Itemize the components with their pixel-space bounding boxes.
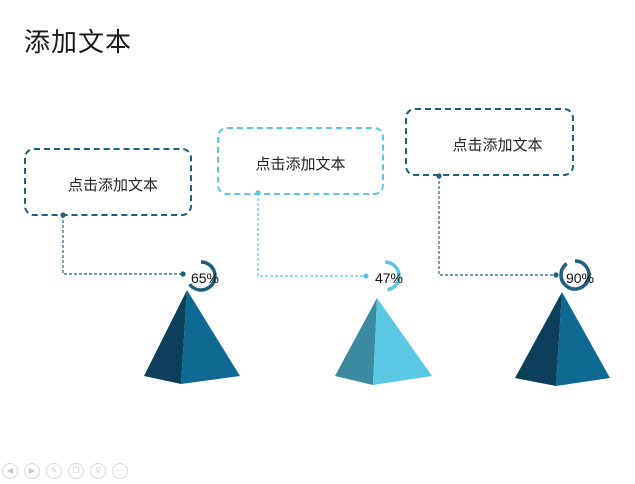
pyramid-1 [144,290,240,384]
connector-dot-3a [436,173,442,179]
more-icon[interactable]: ⋯ [112,463,128,479]
connector-dot-1a [60,212,66,218]
slideshow-controls: ◀ ▶ ✎ ❐ ⚲ ⋯ [0,460,128,482]
connector-dot-3b [553,272,559,278]
progress-arc-3 [559,259,591,291]
percent-label-3: 90% [566,270,594,286]
previous-icon[interactable]: ◀ [2,463,18,479]
connector-dot-2a [255,190,261,196]
progress-arc-1 [188,260,217,292]
callout-box-2[interactable]: 点击添加文本 [217,127,384,195]
callout-text-2: 点击添加文本 [255,154,346,173]
callout-text-1: 点击添加文本 [67,175,158,194]
percent-label-1: 65% [191,270,219,286]
next-icon[interactable]: ▶ [24,463,40,479]
progress-arc-2 [384,260,401,292]
connector-line-3 [438,176,556,276]
copy-icon[interactable]: ❐ [68,463,84,479]
connector-dot-2b [363,273,369,279]
callout-box-3[interactable]: 点击添加文本 [405,108,574,176]
pyramid-2 [335,298,432,385]
connector-line-1 [62,215,183,275]
slide-title: 添加文本 [24,28,133,58]
percent-label-2: 47% [375,270,403,286]
pyramid-3 [515,292,610,386]
zoom-icon[interactable]: ⚲ [90,463,106,479]
callout-box-1[interactable]: 点击添加文本 [24,148,192,216]
pen-icon[interactable]: ✎ [46,463,62,479]
callout-text-3: 点击添加文本 [452,135,543,154]
connector-dot-1b [180,271,186,277]
connector-line-2 [257,193,366,277]
